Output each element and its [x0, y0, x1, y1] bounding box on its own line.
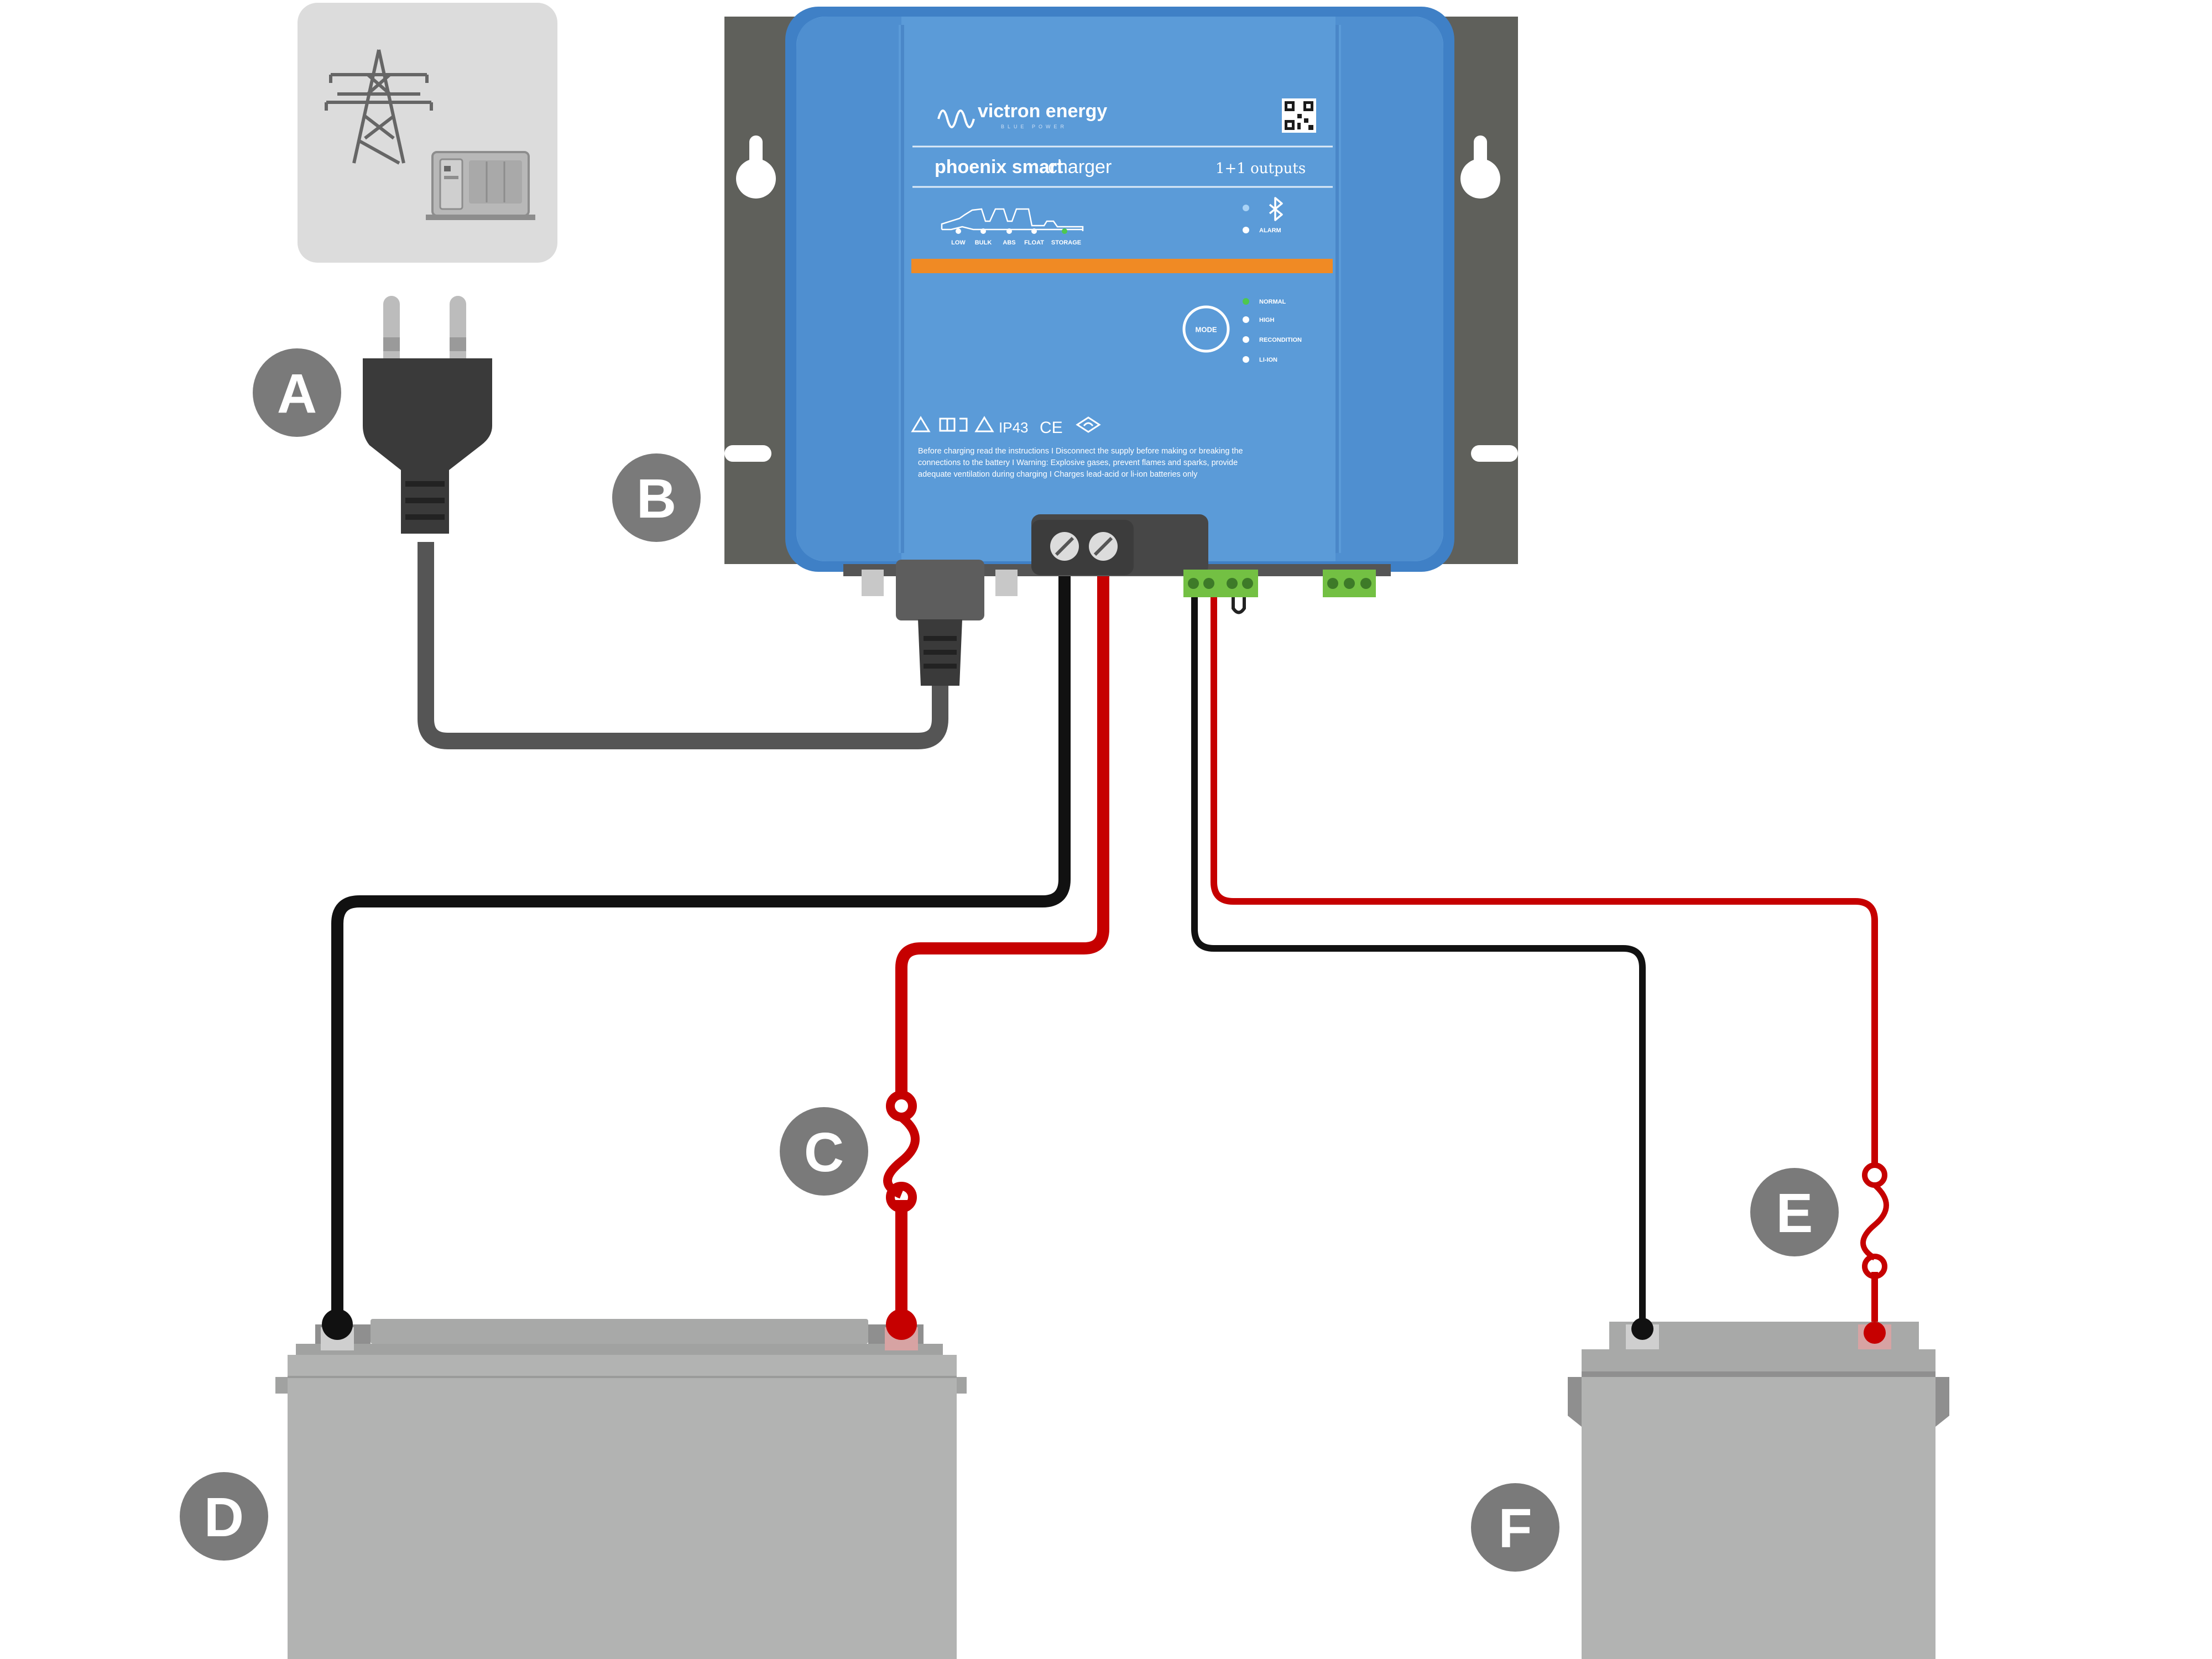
mode-label-recondition: RECONDITION [1259, 337, 1302, 343]
mode-label-normal: NORMAL [1259, 299, 1286, 305]
ce-mark: CE [1040, 419, 1063, 437]
stage-label-bulk: BULK [975, 239, 992, 246]
bluetooth-icon [1269, 197, 1283, 221]
product-name-light: charger [1048, 156, 1112, 178]
brand-tagline: BLUE POWER [1001, 124, 1067, 129]
bluetooth-led [1243, 205, 1249, 211]
callout-a: A [253, 348, 341, 437]
stage-label-abs: ABS [1003, 239, 1015, 246]
callout-d: D [180, 1472, 268, 1561]
main-output-negative-wire [331, 575, 1071, 1322]
stage-led-abs [1006, 228, 1012, 234]
main-battery [275, 1309, 967, 1659]
rcm-icon [1076, 416, 1101, 433]
stage-label-float: FLOAT [1024, 239, 1044, 246]
mode-button-label[interactable]: MODE [1196, 326, 1217, 334]
callout-d-label: D [204, 1486, 244, 1548]
caution-icon [974, 416, 994, 432]
certification-icons [911, 416, 1101, 433]
callout-c: C [780, 1107, 868, 1196]
ac-mains-cable [418, 542, 948, 749]
warning-line-1: Before charging read the instructions I … [918, 447, 1243, 456]
callout-b-label: B [637, 468, 676, 530]
callout-c-label: C [804, 1121, 844, 1183]
outputs-label: 1+1 outputs [1215, 160, 1306, 177]
victron-logo-icon [937, 109, 975, 128]
ip-rating: IP43 [999, 419, 1029, 436]
charger-face-panel: victron energy BLUE POWER phoenix smart … [911, 98, 1333, 479]
stage-led-storage [1062, 228, 1067, 234]
orange-stripe [911, 259, 1333, 273]
stage-led-float [1031, 228, 1037, 234]
pylon-icon [325, 49, 433, 165]
stage-label-storage: STORAGE [1051, 239, 1081, 246]
mode-button[interactable]: MODE [1182, 305, 1230, 353]
ac-plug-icon [363, 296, 492, 534]
charger-body [785, 7, 1454, 572]
stage-leds [956, 228, 1067, 234]
brand-name: victron energy [978, 101, 1107, 122]
stage-label-low: LOW [951, 239, 966, 246]
callout-e: E [1750, 1168, 1839, 1256]
alarm-led [1243, 227, 1249, 233]
charger-bottom-connectors [843, 514, 1391, 686]
mode-led-li-ion [1243, 356, 1249, 363]
warning-line-2: connections to the battery I Warning: Ex… [918, 458, 1238, 467]
warning-line-3: adequate ventilation during charging I C… [918, 470, 1198, 479]
product-name-bold: phoenix smart [935, 156, 1063, 178]
generator-icon [426, 151, 535, 220]
mode-led-high [1243, 316, 1249, 323]
callout-b: B [612, 453, 701, 542]
callout-e-label: E [1776, 1182, 1813, 1244]
fuse-main-icon [883, 1091, 920, 1213]
fuse-aux-icon [1860, 1162, 1889, 1279]
callout-a-label: A [277, 363, 317, 425]
warning-icon [911, 416, 931, 432]
mode-label-li-ion: LI-ION [1259, 357, 1277, 363]
alarm-label: ALARM [1259, 227, 1281, 234]
mode-label-high: HIGH [1259, 317, 1275, 324]
callout-f-label: F [1498, 1498, 1532, 1559]
power-source-panel [298, 3, 557, 263]
callout-f: F [1471, 1483, 1559, 1572]
aux-output-terminal [1183, 570, 1258, 614]
mode-led-normal [1243, 298, 1249, 305]
main-output-positive-wire [895, 575, 1109, 1322]
remote-terminal [1323, 570, 1376, 597]
aux-output-negative-wire [1191, 594, 1646, 1327]
stage-led-low [956, 228, 961, 234]
aux-battery [1568, 1318, 1949, 1659]
qr-code-icon [1282, 98, 1316, 133]
ac-inlet [896, 560, 984, 620]
mode-led-recondition [1243, 336, 1249, 343]
stage-led-bulk [980, 228, 986, 234]
